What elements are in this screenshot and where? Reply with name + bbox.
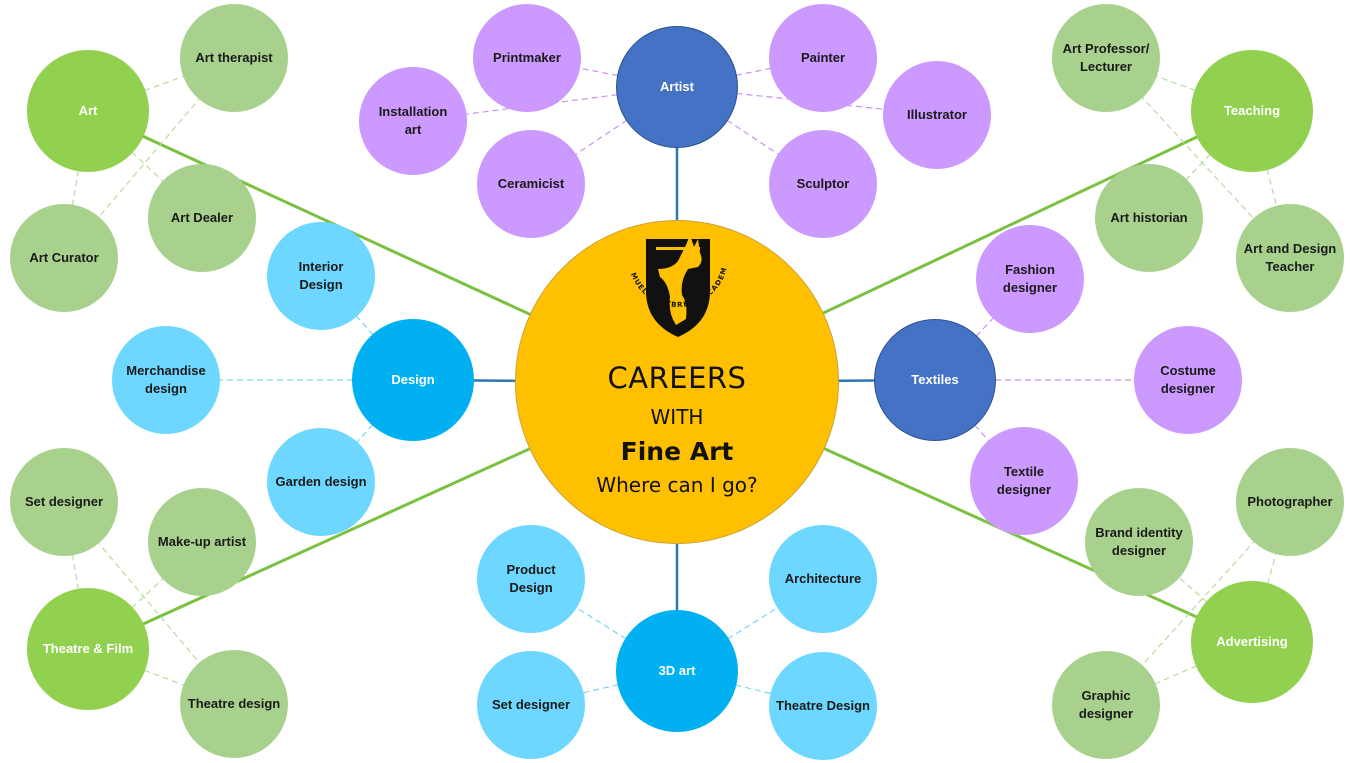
career-costume-designer: Costume designer [1134,326,1242,434]
career-brand-identity-designer: Brand identity designer [1085,488,1193,596]
career-art-dealer: Art Dealer [148,164,256,272]
hub-advertising: Advertising [1191,581,1313,703]
hub-design: Design [352,319,474,441]
center-subject: Fine Art [620,437,734,466]
career-photographer: Photographer [1236,448,1344,556]
career-painter: Painter [769,4,877,112]
career-art-therapist: Art therapist [180,4,288,112]
hub-textiles: Textiles [874,319,996,441]
center-node: SAMUEL WHITBREAD ACADEMY CAREERS WITH Fi… [515,220,839,544]
career-architecture: Architecture [769,525,877,633]
career-make-up-artist: Make-up artist [148,488,256,596]
kangaroo-crest-icon: SAMUEL WHITBREAD ACADEMY [616,233,728,337]
career-garden-design: Garden design [267,428,375,536]
center-question: Where can I go? [596,473,758,497]
career-graphic-designer: Graphic designer [1052,651,1160,759]
career-sculptor: Sculptor [769,130,877,238]
hub-art: Art [27,50,149,172]
career-interior-design: Interior Design [267,222,375,330]
career-art-curator: Art Curator [10,204,118,312]
center-title: CAREERS [607,361,747,395]
center-with: WITH [650,405,704,429]
career-printmaker: Printmaker [473,4,581,112]
career-art-historian: Art historian [1095,164,1203,272]
career-installation-art: Installation art [359,67,467,175]
career-art-and-design-teacher: Art and Design Teacher [1236,204,1344,312]
career-ceramicist: Ceramicist [477,130,585,238]
career-fashion-designer: Fashion designer [976,225,1084,333]
hub-artist: Artist [616,26,738,148]
career-product-design: Product Design [477,525,585,633]
hub-theatre-film: Theatre & Film [27,588,149,710]
career-art-professor-lecturer: Art Professor/ Lecturer [1052,4,1160,112]
career-theatre-design: Theatre design [180,650,288,758]
career-textile-designer: Textile designer [970,427,1078,535]
hub-3d-art: 3D art [616,610,738,732]
career-set-designer: Set designer [477,651,585,759]
career-set-designer: Set designer [10,448,118,556]
career-illustrator: Illustrator [883,61,991,169]
career-theatre-design: Theatre Design [769,652,877,760]
hub-teaching: Teaching [1191,50,1313,172]
career-merchandise-design: Merchandise design [112,326,220,434]
